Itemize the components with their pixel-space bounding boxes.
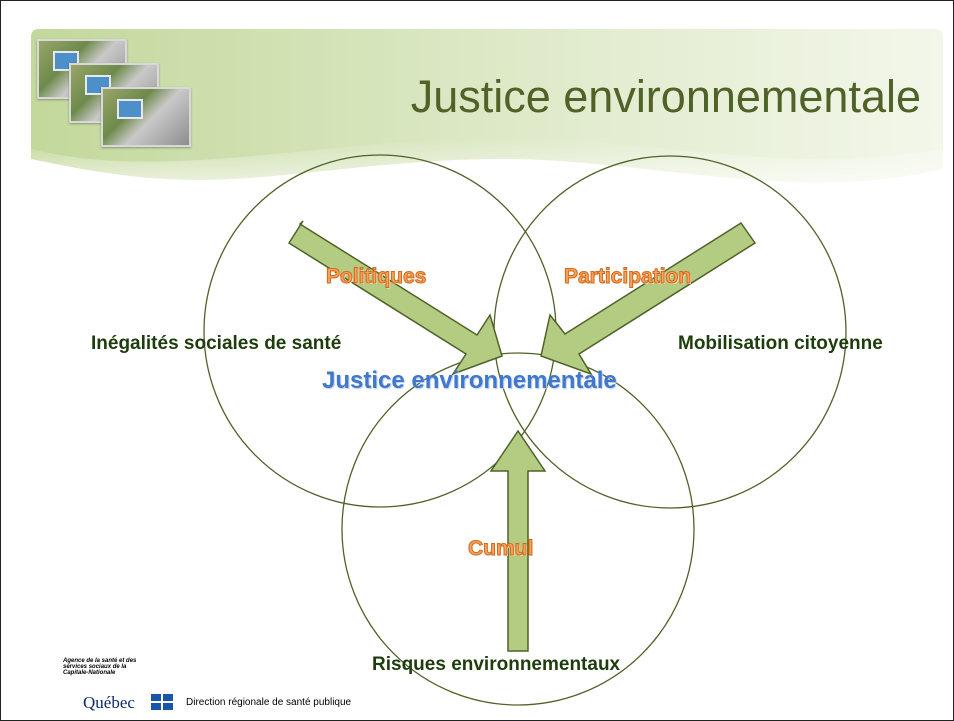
quebec-flag-icon (151, 694, 173, 710)
arrow-label-participation: Participation (563, 265, 692, 289)
arrow-label-politiques: Politiques (325, 265, 427, 289)
quebec-wordmark: Québec (83, 693, 135, 712)
center-label: Justice environnementale (322, 367, 617, 394)
department-label: Direction régionale de santé publique (186, 697, 352, 708)
arrow-participation (540, 221, 757, 376)
arrow-label-cumul: Cumul (467, 537, 534, 561)
photo-thumbnails (37, 39, 192, 151)
circle-label-risques: Risques environnementaux (372, 654, 621, 675)
header-band (31, 29, 943, 183)
venn-circle-bottom (341, 352, 695, 706)
slide-title: Justice environnementale (410, 71, 921, 122)
arrow-politiques (287, 220, 503, 376)
agency-text: Agence de la santé et des services socia… (63, 658, 137, 676)
arrow-cumul (489, 429, 547, 652)
circle-label-mobilisation: Mobilisation citoyenne (678, 333, 883, 354)
photo-thumbnail (101, 87, 191, 147)
circle-label-inegalites: Inégalités sociales de santé (91, 333, 342, 354)
